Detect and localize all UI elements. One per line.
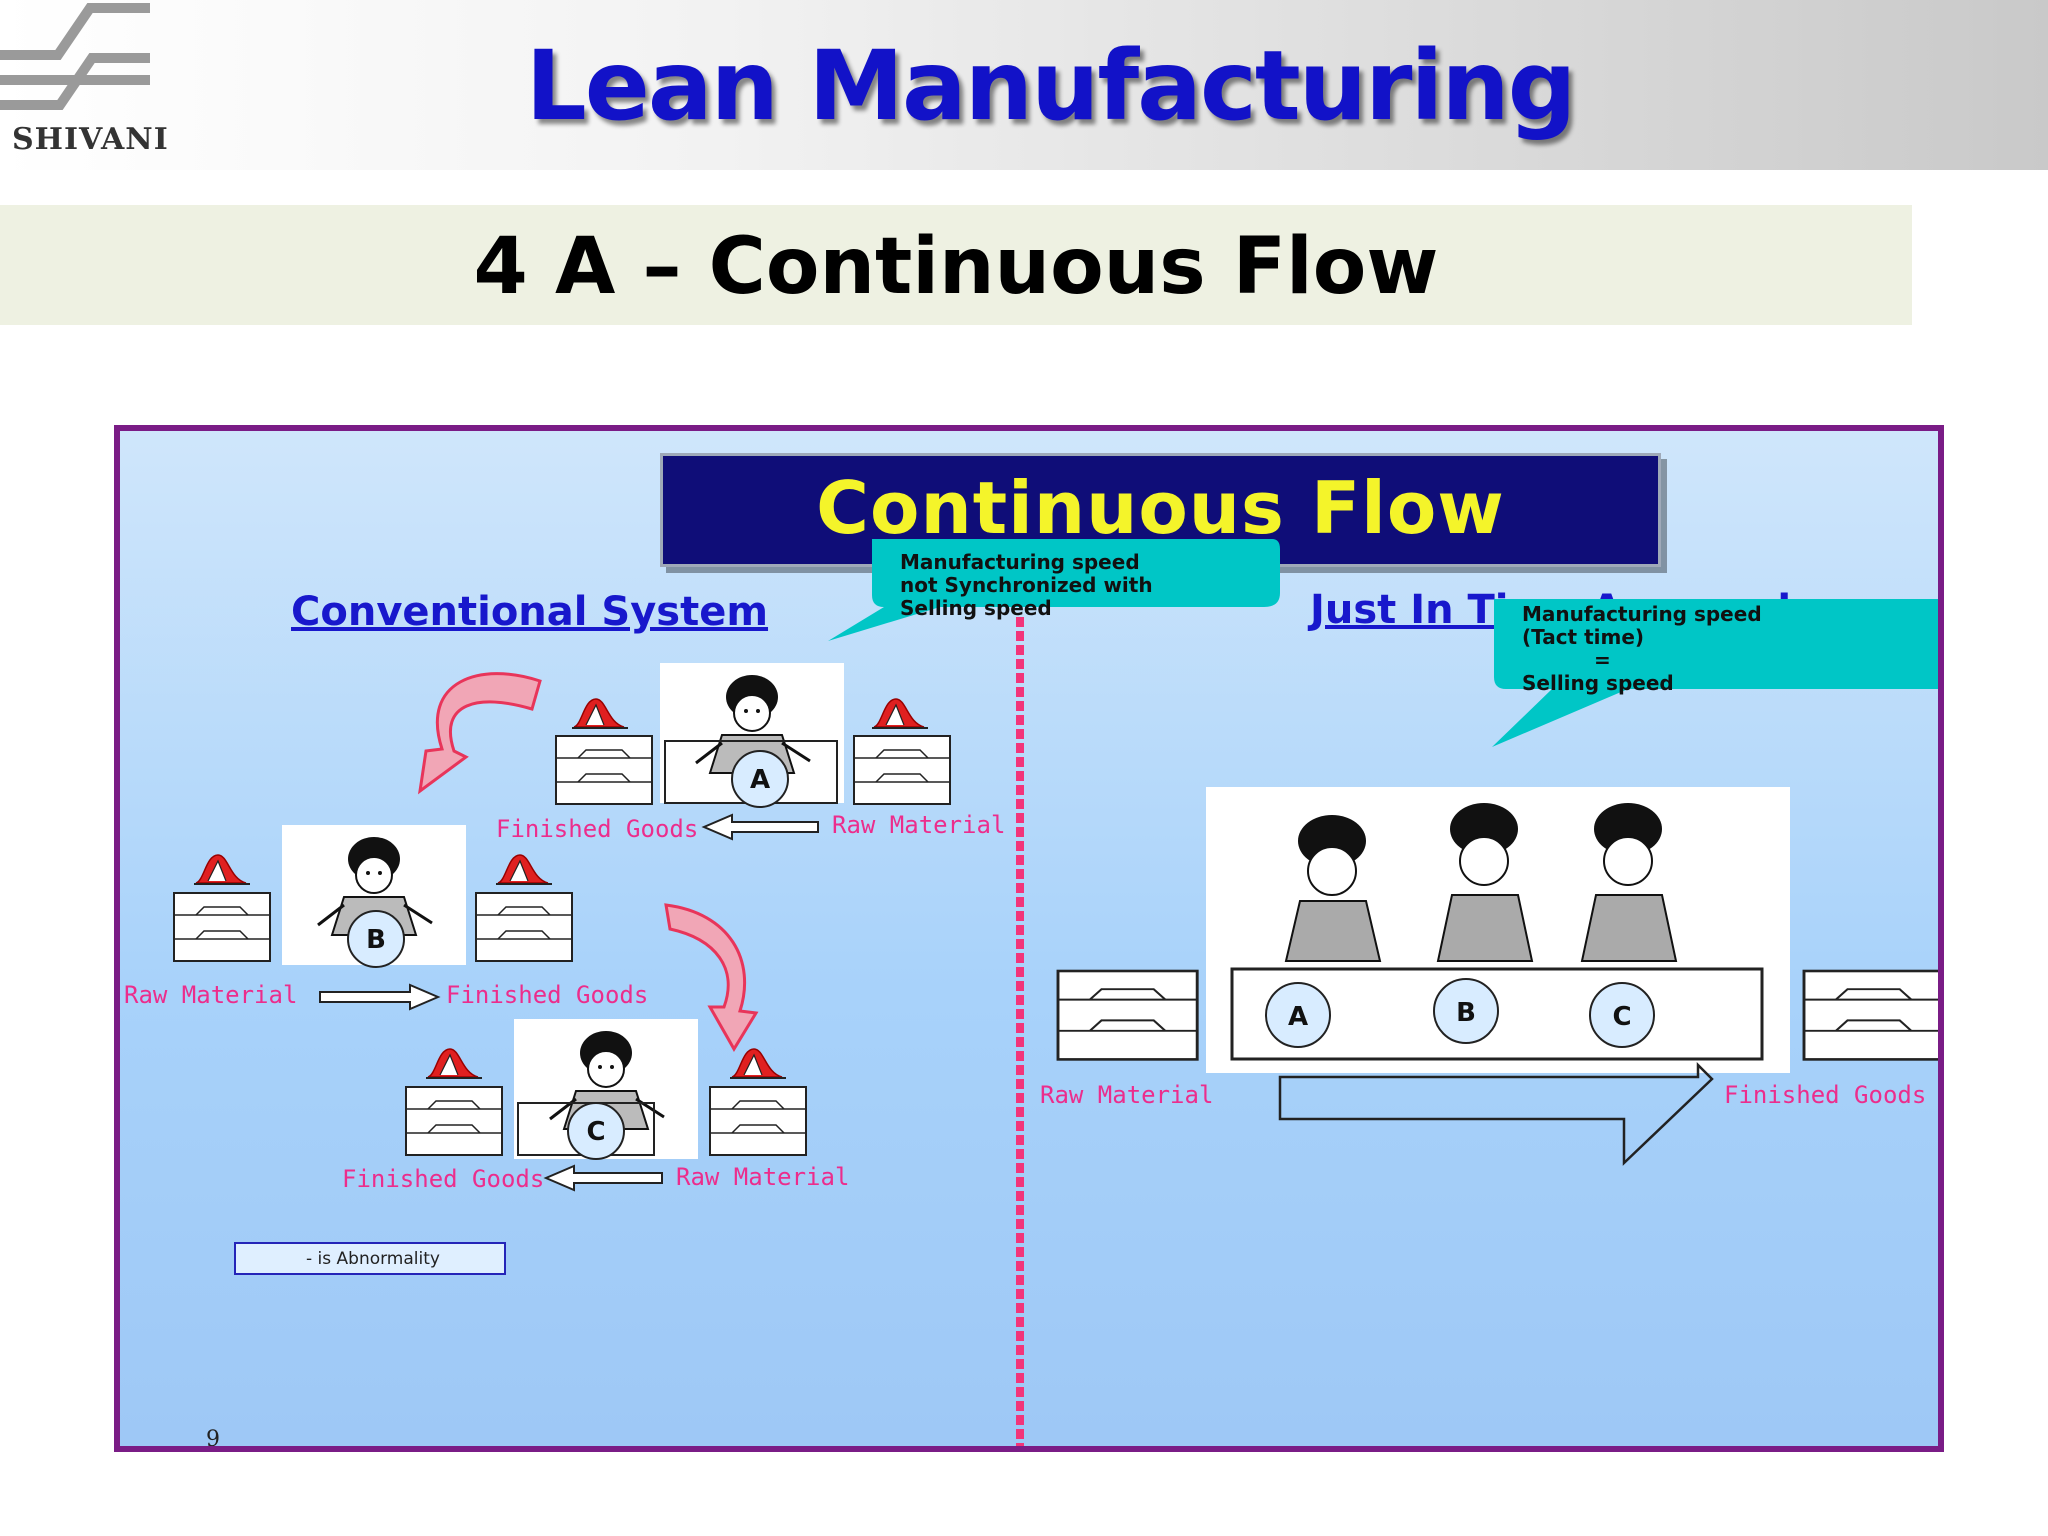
right-callout bbox=[1492, 599, 1938, 747]
abnormality-icon bbox=[571, 698, 629, 729]
jit-letter-c: C bbox=[1612, 1002, 1631, 1032]
curved-arrow-b-to-c bbox=[664, 903, 759, 1052]
slide-header bbox=[0, 0, 2048, 170]
station-a-letter: A bbox=[750, 765, 770, 795]
jit-circle-b bbox=[1433, 978, 1499, 1044]
right-callout-text: Manufacturing speed (Tact time) = Sellin… bbox=[1522, 603, 1762, 695]
banner-title: Continuous Flow bbox=[816, 466, 1505, 550]
raw-material-box-b bbox=[173, 892, 271, 962]
left-callout-line: Selling speed bbox=[900, 596, 1052, 620]
left-callout-line: not Synchronized with bbox=[900, 573, 1153, 597]
station-b-circle bbox=[347, 910, 405, 968]
abnormality-icon bbox=[193, 854, 251, 885]
finished-goods-box-c bbox=[405, 1086, 503, 1156]
station-a-input-label: Raw Material bbox=[832, 811, 1006, 839]
station-c-output-label: Finished Goods bbox=[342, 1165, 545, 1193]
subtitle-band bbox=[0, 205, 1912, 325]
left-callout-text: Manufacturing speed not Synchronized wit… bbox=[900, 551, 1153, 620]
shivani-logo-icon bbox=[0, 3, 150, 110]
conventional-system-heading: Conventional System bbox=[291, 589, 769, 635]
jit-output-label: Finished Goods bbox=[1724, 1081, 1927, 1109]
left-arrow-a bbox=[701, 813, 819, 841]
station-a-circle bbox=[731, 750, 789, 808]
station-c bbox=[405, 1017, 807, 1192]
abnormality-icon bbox=[425, 1048, 483, 1079]
jit-flow-arrow bbox=[1278, 1061, 1714, 1166]
page-title: Lean Manufacturing bbox=[525, 30, 1577, 142]
slide-subtitle: 4 A – Continuous Flow bbox=[473, 222, 1439, 312]
finished-goods-box-b bbox=[475, 892, 573, 962]
jit-worker-a-icon bbox=[1284, 815, 1382, 962]
jit-input-label: Raw Material bbox=[1040, 1081, 1214, 1109]
logo-text: SHIVANI bbox=[12, 122, 169, 157]
jit-line bbox=[1056, 787, 1938, 1166]
finished-goods-box-jit bbox=[1802, 969, 1938, 1061]
station-b bbox=[173, 823, 573, 1011]
diagram-graphics: A B C A B C bbox=[173, 539, 1938, 1446]
jit-circle-a bbox=[1265, 982, 1331, 1048]
station-b-output-label: Finished Goods bbox=[446, 981, 649, 1009]
right-callout-line: Selling speed bbox=[1522, 671, 1674, 695]
right-callout-line: = bbox=[1594, 648, 1611, 672]
abnormality-icon bbox=[729, 1048, 787, 1079]
raw-material-box-a bbox=[853, 735, 951, 805]
right-arrow-b bbox=[319, 983, 441, 1011]
left-callout-line: Manufacturing speed bbox=[900, 550, 1140, 574]
left-callout bbox=[828, 539, 1280, 641]
finished-goods-box-a bbox=[555, 735, 653, 805]
right-callout-line: Manufacturing speed bbox=[1522, 602, 1762, 626]
station-c-input-label: Raw Material bbox=[676, 1163, 850, 1191]
jit-circle-c bbox=[1589, 982, 1655, 1048]
left-arrow-c bbox=[543, 1164, 663, 1192]
station-a bbox=[555, 661, 951, 841]
curved-arrow-a-to-b bbox=[417, 672, 542, 795]
jit-worker-b-icon bbox=[1436, 803, 1534, 962]
continuous-flow-diagram: Continuous Flow Conventional System Just… bbox=[114, 425, 1944, 1452]
abnormality-legend: - is Abnormality bbox=[234, 1242, 506, 1275]
station-c-circle bbox=[567, 1102, 625, 1160]
abnormality-icon bbox=[871, 698, 929, 729]
abnormality-icon bbox=[495, 854, 553, 885]
station-c-letter: C bbox=[586, 1117, 605, 1147]
right-callout-line: (Tact time) bbox=[1522, 625, 1645, 649]
station-a-output-label: Finished Goods bbox=[496, 815, 699, 843]
jit-worker-c-icon bbox=[1580, 803, 1678, 962]
jit-letter-b: B bbox=[1456, 998, 1476, 1028]
page-number: 9 bbox=[206, 1427, 220, 1452]
station-b-input-label: Raw Material bbox=[124, 981, 298, 1009]
jit-letter-a: A bbox=[1288, 1002, 1308, 1032]
station-b-letter: B bbox=[366, 925, 386, 955]
raw-material-box-jit bbox=[1056, 969, 1199, 1061]
raw-material-box-c bbox=[709, 1086, 807, 1156]
legend-text: - is Abnormality bbox=[306, 1249, 440, 1269]
